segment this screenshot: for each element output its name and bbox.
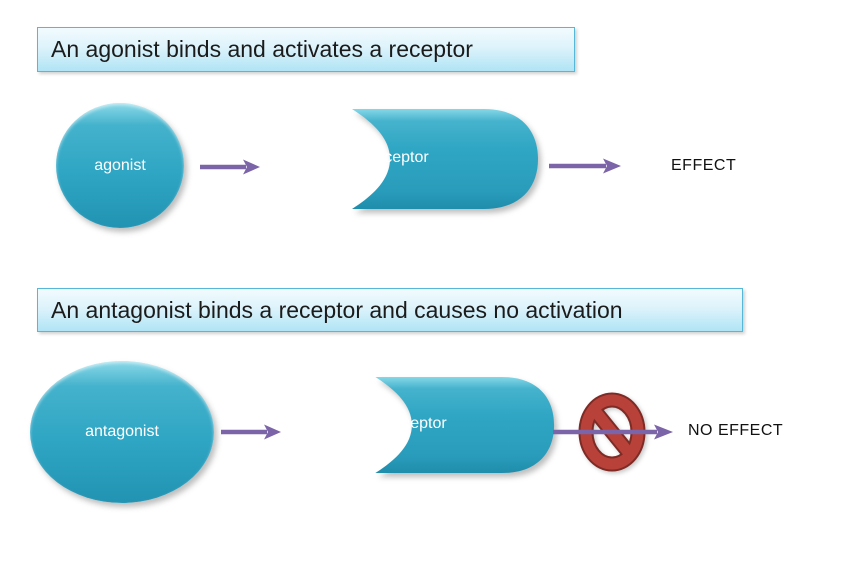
banner-agonist: An agonist binds and activates a recepto… <box>37 27 575 72</box>
banner-agonist-text: An agonist binds and activates a recepto… <box>51 36 473 62</box>
receptor-label: receptor <box>388 415 447 433</box>
receptor-shape: receptor <box>336 103 540 215</box>
antagonist-label: antagonist <box>85 423 159 440</box>
no-effect-label: NO EFFECT <box>688 422 784 439</box>
arrow-right-icon <box>548 157 622 175</box>
agonist-label: agonist <box>94 156 146 174</box>
banner-antagonist: An antagonist binds a receptor and cause… <box>37 288 743 332</box>
effect-label: EFFECT <box>671 157 737 174</box>
arrow-right-icon <box>552 423 674 441</box>
banner-antagonist-text: An antagonist binds a receptor and cause… <box>51 296 623 323</box>
arrow-right-icon <box>199 158 261 176</box>
agonist-shape: agonist <box>56 103 184 228</box>
arrow-right-icon <box>220 423 282 441</box>
antagonist-shape: antagonist <box>30 361 214 503</box>
receptor-label: receptor <box>370 149 429 167</box>
receptor-shape: receptor <box>360 370 556 480</box>
